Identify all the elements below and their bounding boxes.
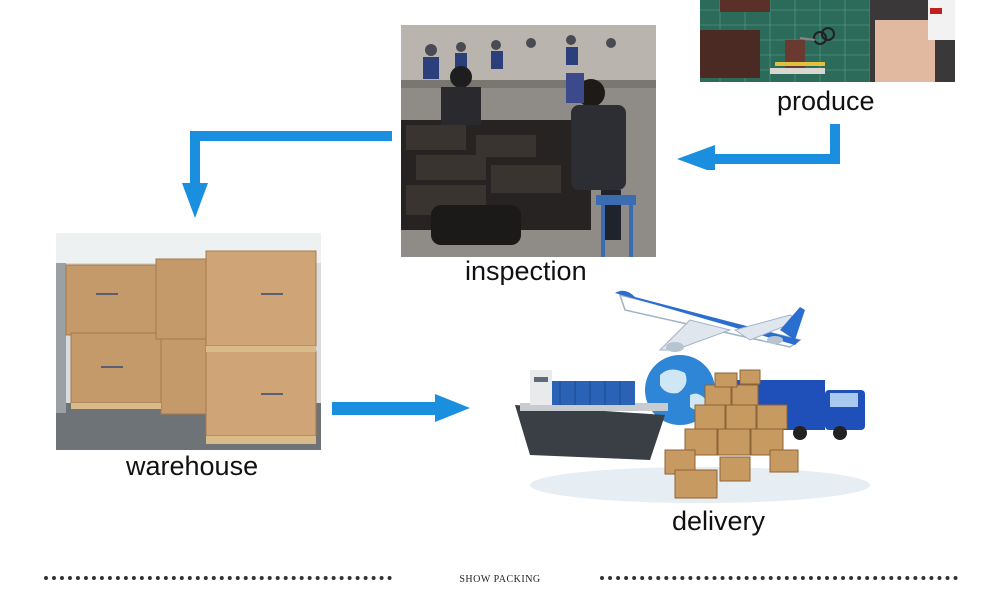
warehouse-photo — [56, 233, 321, 450]
produce-label: produce — [777, 86, 875, 116]
produce-photo — [700, 0, 955, 82]
warehouse-label: warehouse — [126, 451, 259, 481]
inspection-photo — [401, 25, 656, 257]
arrow-warehouse-to-delivery — [332, 394, 470, 422]
delivery-illustration — [500, 285, 870, 510]
arrow-produce-to-inspection — [677, 124, 840, 170]
arrow-inspection-to-warehouse — [182, 131, 392, 218]
airplane-icon — [615, 290, 805, 352]
footer-divider-right — [600, 576, 958, 580]
inspection-label: inspection — [465, 256, 587, 286]
footer-divider-left — [44, 576, 392, 580]
delivery-label: delivery — [672, 506, 766, 536]
footer-title: SHOW PACKING — [459, 574, 541, 585]
